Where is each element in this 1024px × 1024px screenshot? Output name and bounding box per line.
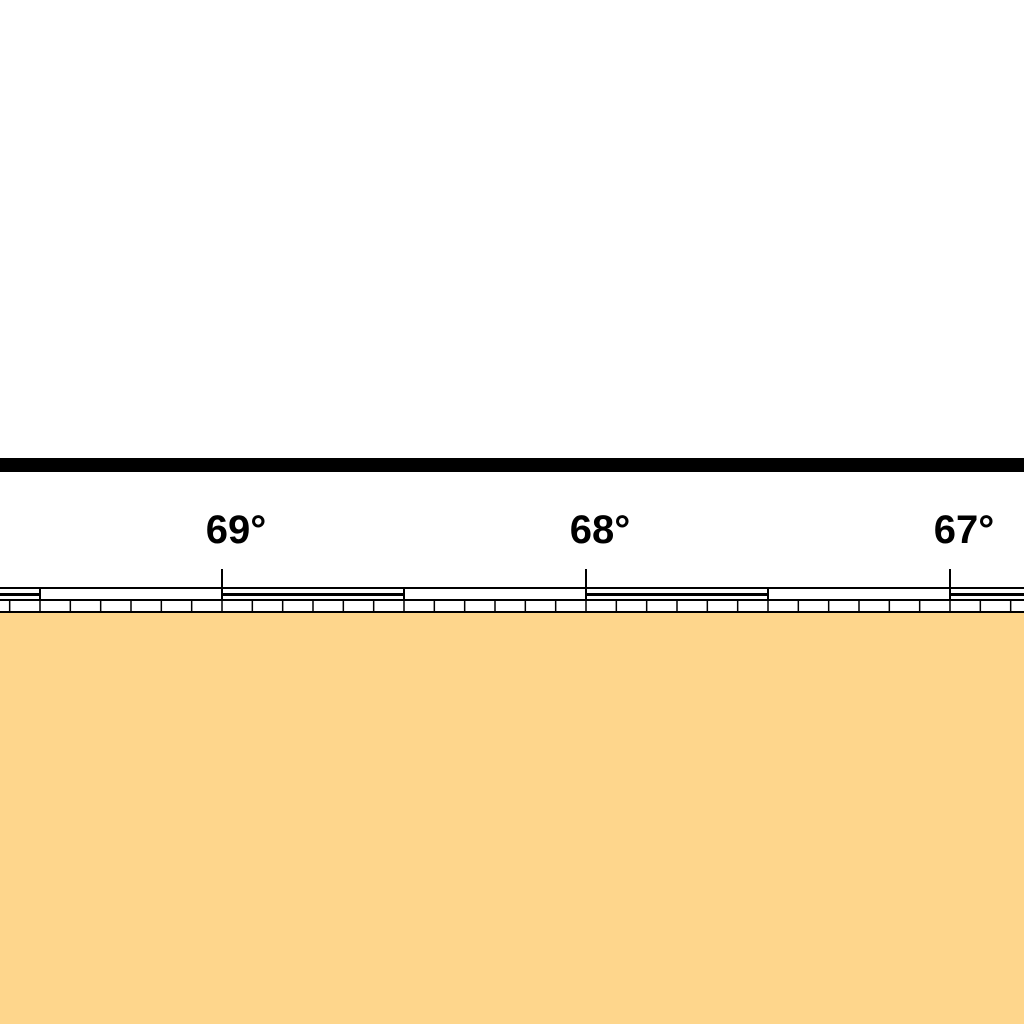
scale-band-segment xyxy=(222,593,404,596)
scale-band-segment xyxy=(0,593,40,596)
graticule-label-band xyxy=(0,472,1024,587)
map-top-margin xyxy=(0,0,1024,458)
map-neatline xyxy=(0,458,1024,472)
longitude-label-69: 69° xyxy=(205,508,267,552)
scale-band-segment xyxy=(950,593,1024,596)
longitude-label-67: 67° xyxy=(933,508,995,552)
land-area xyxy=(0,613,1024,1024)
longitude-label-68: 68° xyxy=(569,508,631,552)
scale-band-segment xyxy=(586,593,768,596)
